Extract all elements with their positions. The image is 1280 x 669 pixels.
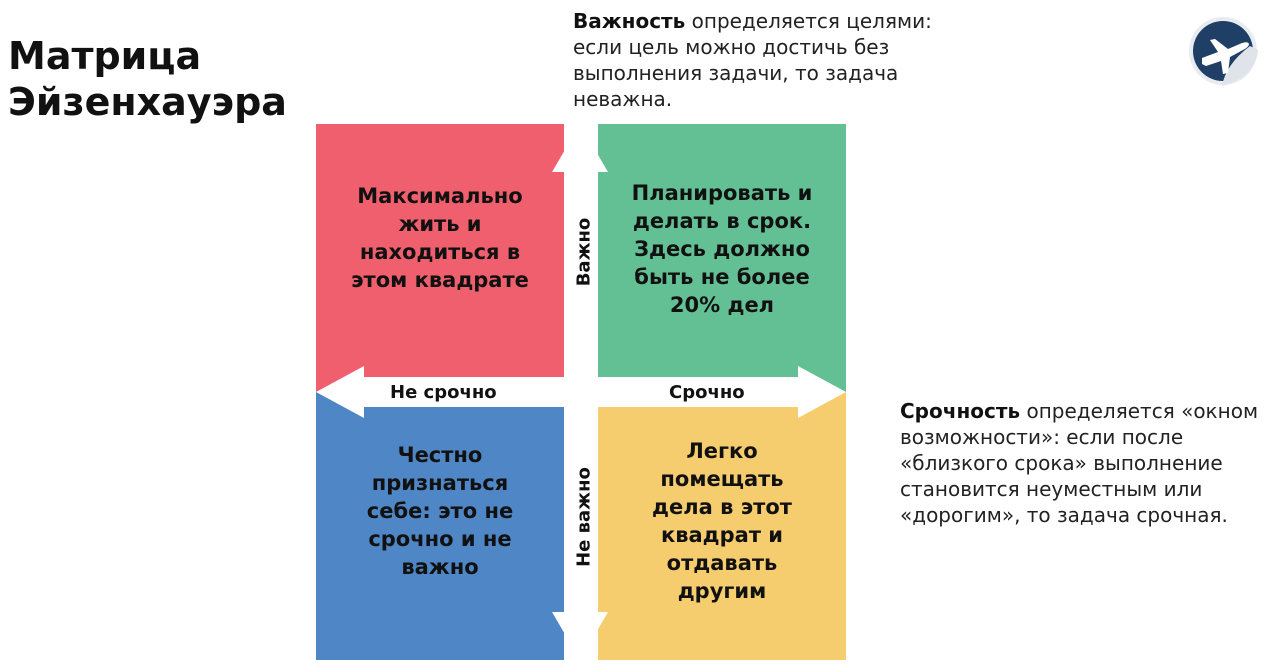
quadrant-important-urgent: Планировать и делать в срок. Здесь должн… — [598, 124, 846, 392]
axis-label-not-urgent: Не срочно — [390, 382, 497, 403]
urgency-text: определяется «окном возможности»: если п… — [900, 399, 1259, 527]
horizontal-axis-arrow — [316, 366, 846, 418]
quadrant-text: Максимально жить и находиться в этом ква… — [351, 184, 529, 292]
quadrant-text: Планировать и делать в срок. Здесь должн… — [631, 181, 813, 317]
quadrant-important-not-urgent: Максимально жить и находиться в этом ква… — [316, 124, 564, 392]
slide-title-line2: Эйзенхауэра — [8, 80, 287, 124]
axis-label-urgent: Срочно — [669, 382, 745, 403]
importance-text: определяется целями: если цель можно дос… — [573, 9, 932, 111]
quadrant-text: Честно признаться себе: это не срочно и … — [366, 443, 514, 579]
urgency-note: Срочность определяется «окном возможност… — [900, 398, 1260, 528]
importance-term: Важность — [573, 9, 686, 33]
axis-arrows — [316, 124, 846, 660]
airplane-icon — [1189, 17, 1258, 86]
slide-title-line1: Матрица — [8, 34, 202, 78]
eisenhower-matrix: Максимально жить и находиться в этом ква… — [316, 124, 846, 660]
quadrant-not-important-urgent: Легко помещать дела в этот квадрат и отд… — [598, 392, 846, 660]
urgency-term: Срочность — [900, 399, 1021, 423]
importance-note: Важность определяется целями: если цель … — [573, 8, 973, 112]
slide-title: Матрица Эйзенхауэра — [8, 33, 287, 125]
quadrant-not-important-not-urgent: Честно признаться себе: это не срочно и … — [316, 392, 564, 660]
axis-label-important: Важно — [573, 217, 595, 287]
axis-label-not-important: Не важно — [573, 467, 595, 567]
quadrant-text: Легко помещать дела в этот квадрат и отд… — [652, 439, 792, 603]
